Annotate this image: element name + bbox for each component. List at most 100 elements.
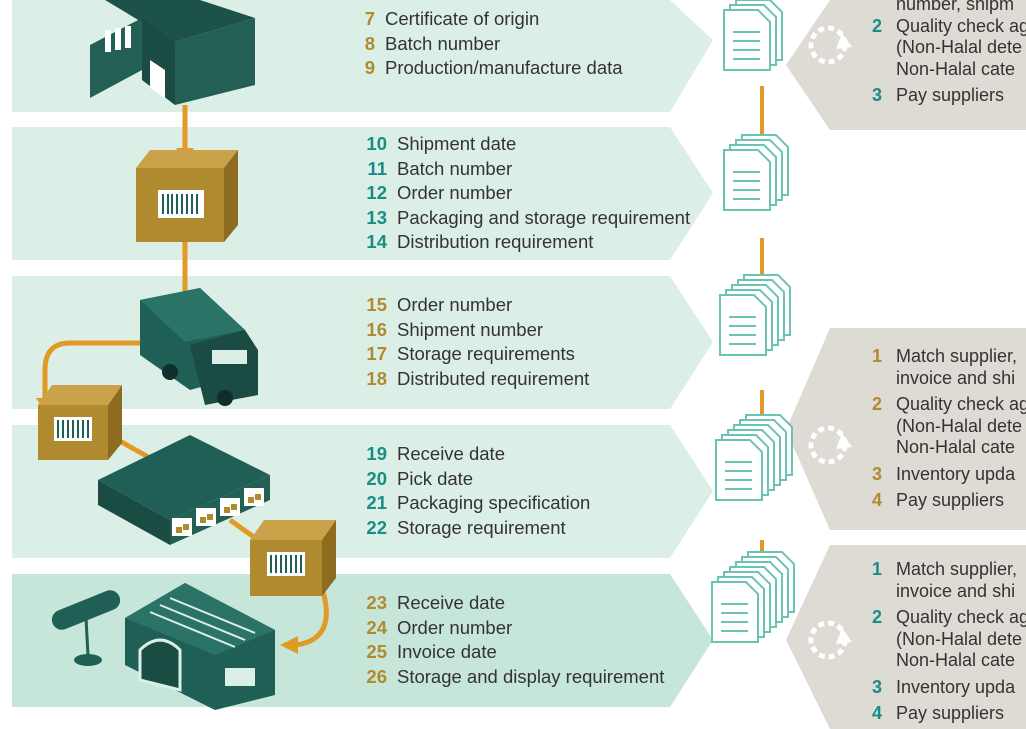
panel-number: 2 <box>872 607 883 627</box>
panel-number: 4 <box>872 490 883 510</box>
list-item: 9 Production/manufacture data <box>340 56 623 81</box>
panel-line: 3 Inventory upda <box>872 677 1026 699</box>
panel-label: Pay suppliers <box>896 85 1005 105</box>
panel-label: Match supplier, <box>896 346 1018 366</box>
panel-number: 3 <box>872 85 883 105</box>
panel-label: Quality check ag <box>896 15 1026 36</box>
item-number: 10 <box>366 133 387 154</box>
item-label: Shipment number <box>397 318 544 340</box>
cycle-icon <box>808 425 852 465</box>
item-number: 20 <box>366 467 387 489</box>
panel-label: Quality check ag <box>896 607 1026 627</box>
item-number: 12 <box>366 182 387 203</box>
barcoded-box-icon <box>136 150 238 242</box>
item-label: Pick date <box>397 467 474 489</box>
panel-line: 2 Quality check ag <box>872 607 1026 629</box>
gray-panel-1-text: number, shipm 2 Quality check ag (Non-Hal… <box>872 0 1026 107</box>
factory-icon <box>90 0 255 105</box>
retail-store-icon <box>125 583 275 710</box>
list-item: 15 Order number <box>340 293 589 318</box>
panel-line: invoice and shi <box>896 580 1016 601</box>
warehouse-icon <box>98 435 270 545</box>
document-stack-icon <box>711 551 795 643</box>
item-number: 24 <box>366 616 387 638</box>
delivery-truck-icon <box>140 288 258 406</box>
panel-line: (Non-Halal dete <box>896 628 1023 649</box>
panel-number: 1 <box>872 346 883 366</box>
document-stacks <box>711 0 795 643</box>
item-label: Receive date <box>397 443 505 464</box>
item-label: Distributed requirement <box>397 367 590 389</box>
list-item: 26 Storage and display requirement <box>340 665 664 690</box>
panel-number: 1 <box>872 559 883 579</box>
item-number: 25 <box>366 641 387 662</box>
list-item: 16 Shipment number <box>340 318 589 343</box>
item-label: Distribution requirement <box>397 231 594 252</box>
document-stack-icon <box>715 414 793 501</box>
item-number: 17 <box>366 343 387 364</box>
stage-1-list: 7 Certificate of origin 8 Batch number 9 Pr… <box>340 7 623 81</box>
panel-line: Non-Halal cate <box>896 58 1016 79</box>
panel-label: Inventory upda <box>896 676 1016 697</box>
panel-line: invoice and shi <box>896 367 1016 388</box>
gray-panel-1-shape <box>786 0 1026 130</box>
item-number: 16 <box>366 318 387 340</box>
barcode-scanner-icon <box>51 590 121 666</box>
panel-label: Pay suppliers <box>896 703 1005 723</box>
panel-line: Non-Halal cate <box>896 437 1016 457</box>
panel-number: 3 <box>872 676 883 697</box>
cycle-icon <box>808 620 852 660</box>
item-label: Storage requirement <box>397 516 566 538</box>
item-number: 13 <box>366 206 387 228</box>
panel-line: 3 Pay suppliers <box>872 85 1026 107</box>
item-number: 11 <box>367 157 387 179</box>
gray-panel-3-shape <box>786 545 1026 729</box>
item-number: 23 <box>366 592 387 613</box>
item-label: Packaging and storage requirement <box>397 206 691 228</box>
item-label: Order number <box>397 294 513 315</box>
item-label: Receive date <box>397 592 505 613</box>
barcoded-box-icon <box>38 385 122 460</box>
panel-line: 1 Match supplier, <box>872 346 1026 368</box>
item-label: Packaging specification <box>397 492 591 513</box>
list-item: 13 Packaging and storage requirement <box>340 206 690 231</box>
panel-line: Non-Halal cate <box>896 650 1016 670</box>
item-number: 26 <box>366 665 387 687</box>
item-number: 21 <box>366 492 387 513</box>
panel-line: (Non-Halal dete <box>896 415 1023 436</box>
item-number: 7 <box>364 8 375 29</box>
item-number: 9 <box>364 57 375 78</box>
item-label: Batch number <box>385 32 501 54</box>
item-number: 15 <box>366 294 387 315</box>
barcoded-box-icon <box>250 520 336 596</box>
cycle-icon <box>808 25 852 65</box>
panel-number: 4 <box>872 703 883 723</box>
item-number: 8 <box>364 32 375 54</box>
panel-number: 2 <box>872 15 883 36</box>
list-item: 20 Pick date <box>340 467 590 492</box>
item-number: 14 <box>366 231 387 252</box>
item-label: Certificate of origin <box>385 8 540 29</box>
panel-line: number, shipm <box>896 0 1015 14</box>
panel-label: Inventory upda <box>896 463 1016 484</box>
list-item: 21 Packaging specification <box>340 491 590 516</box>
panel-line: (Non-Halal dete <box>896 37 1023 57</box>
item-label: Storage and display requirement <box>397 665 665 687</box>
item-label: Production/manufacture data <box>385 57 623 78</box>
